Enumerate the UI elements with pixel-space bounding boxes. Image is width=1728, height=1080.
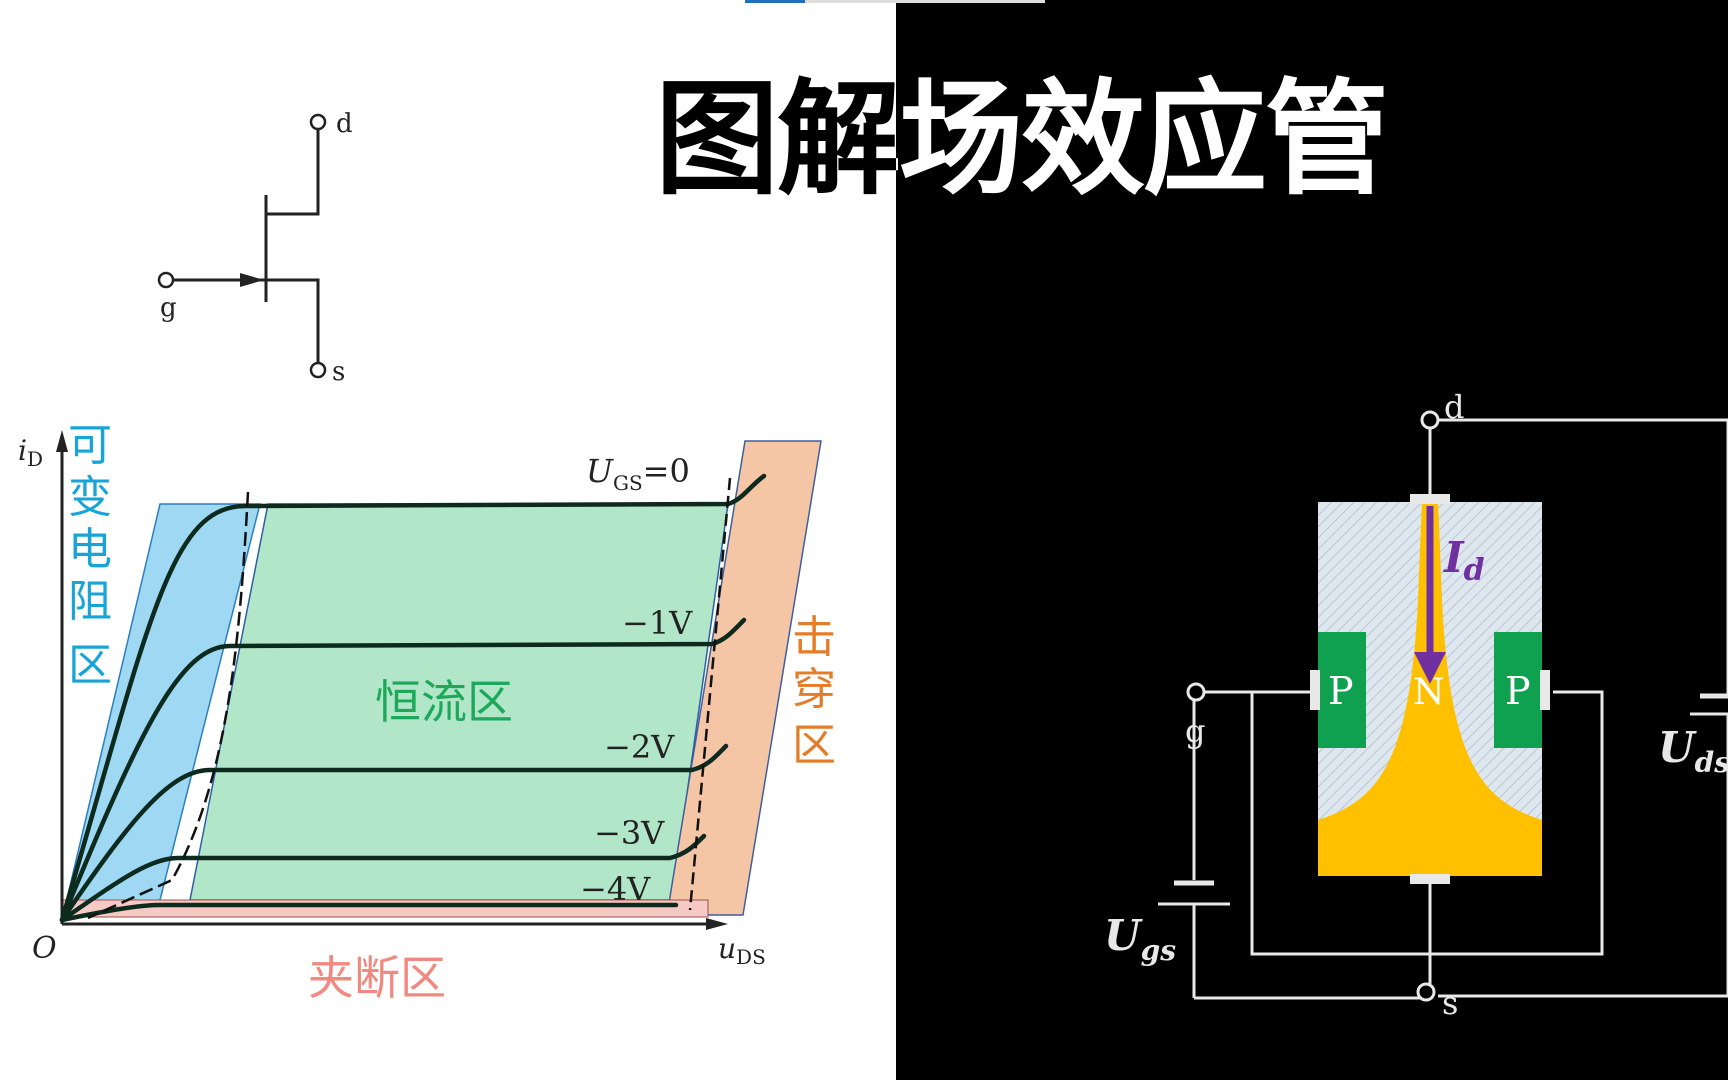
p-region-left: [1318, 632, 1366, 748]
x-axis-label: uDS: [718, 932, 766, 969]
svg-text:可: 可: [68, 420, 112, 471]
uds-source-label: Uds: [1658, 723, 1728, 779]
svg-text:穿: 穿: [792, 664, 836, 715]
right-panel: [896, 0, 1728, 1080]
device-drain-label: d: [1444, 390, 1464, 426]
svg-text:区: 区: [792, 720, 836, 771]
constant-current-label: 恒流区: [375, 675, 513, 729]
symbol-drain-label: d: [336, 109, 353, 139]
gate-contact-right: [1540, 670, 1550, 710]
jfet-structure-circuit: d g s P N P Id Ugs Uds: [1104, 390, 1728, 1022]
y-axis-label: iD: [18, 434, 43, 471]
page-title-overlay: 图解场效应管: [655, 68, 1388, 212]
source-contact: [1410, 874, 1450, 884]
ugs-source-label: Ugs: [1104, 911, 1176, 967]
output-characteristics: iD uDS O UGS=0 −1V −2V −3V −4V 可 变 电 阻 区…: [18, 420, 836, 1005]
cutoff-label: 夹断区: [308, 951, 446, 1005]
svg-text:变: 变: [68, 472, 112, 523]
svg-text:击: 击: [792, 612, 836, 663]
gate-contact-left: [1310, 670, 1320, 710]
jfet-symbol: d g s: [157, 109, 353, 387]
symbol-gate-label: g: [160, 293, 177, 323]
id-label: Id: [1443, 533, 1485, 588]
drain-contact: [1410, 494, 1450, 504]
n-channel: [1318, 500, 1542, 876]
n-channel-label: N: [1413, 672, 1445, 713]
device-source-label: s: [1442, 984, 1458, 1022]
top-progress-bar: [745, 0, 1045, 3]
p-right-label: P: [1505, 669, 1531, 713]
symbol-source-label: s: [332, 357, 345, 387]
curve-label-minus1: −1V: [622, 604, 693, 642]
curve-label-minus2: −2V: [604, 728, 675, 766]
svg-text:阻: 阻: [68, 576, 112, 627]
page-title: 图解场效应管: [655, 68, 1389, 212]
p-left-label: P: [1328, 669, 1354, 713]
breakdown-region: [666, 440, 822, 916]
title: 图解场效应管 图解场效应管: [655, 70, 1395, 210]
p-region-right: [1494, 632, 1542, 748]
ugs-zero-label: UGS=0: [586, 452, 690, 495]
origin-label: O: [32, 931, 57, 966]
svg-text:区: 区: [68, 640, 112, 691]
breakdown-label: 击 穿 区: [792, 612, 836, 771]
variable-resistance-label: 可 变 电 阻 区: [68, 420, 112, 691]
device-gate-label: g: [1185, 712, 1205, 750]
svg-text:电: 电: [68, 524, 112, 575]
curve-label-minus3: −3V: [594, 814, 665, 852]
curve-label-minus4: −4V: [580, 870, 651, 908]
drain-current-arrow: [1414, 652, 1446, 684]
